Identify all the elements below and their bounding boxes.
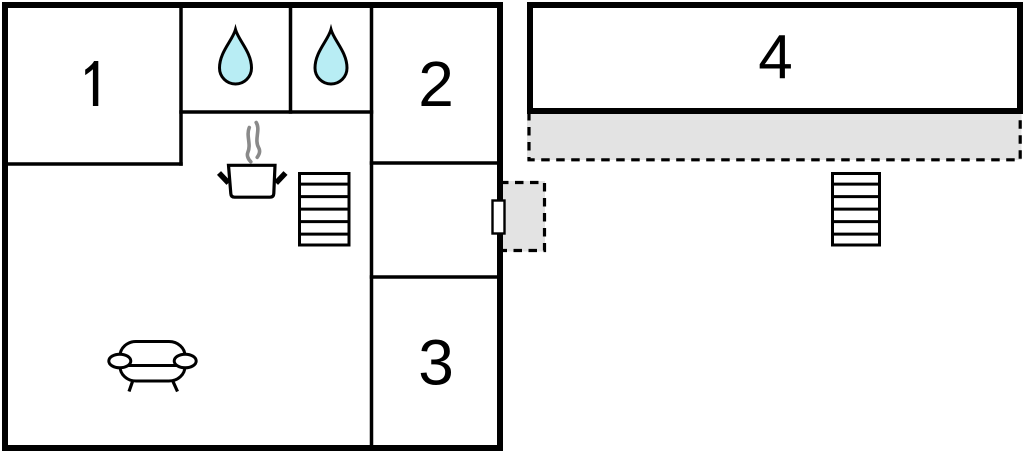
svg-text:4: 4 xyxy=(758,23,792,92)
svg-text:3: 3 xyxy=(418,327,454,399)
svg-text:2: 2 xyxy=(418,48,454,120)
